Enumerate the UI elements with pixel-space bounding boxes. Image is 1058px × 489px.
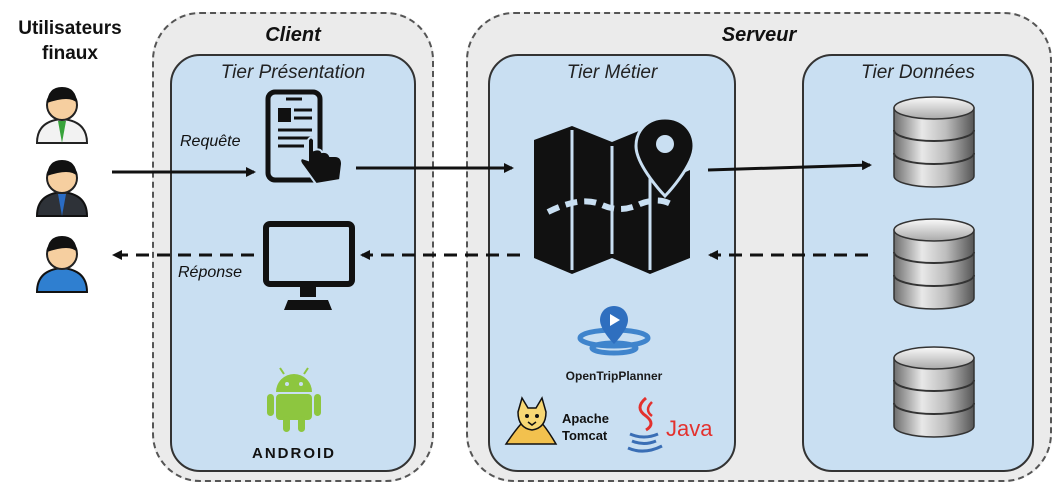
- users-title-line2: finaux: [42, 43, 98, 64]
- users-title-line1: Utilisateurs: [18, 18, 122, 39]
- android-wordmark: ANDROID: [252, 445, 336, 462]
- tier-metier: Tier Métier: [488, 54, 736, 472]
- monitor-icon: [263, 221, 355, 310]
- user-icon: [35, 160, 89, 217]
- java-wordmark: Java: [666, 416, 713, 441]
- user-icon: [35, 236, 89, 293]
- android-icon: [267, 367, 321, 432]
- smartphone-touch-icon: [265, 89, 344, 186]
- tomcat-wordmark: Tomcat: [562, 428, 608, 443]
- java-icon: [627, 396, 663, 453]
- response-label: Réponse: [178, 264, 243, 281]
- database-icon: [893, 96, 975, 188]
- database-icon: [893, 218, 975, 310]
- tier-presentation-title: Tier Présentation: [220, 62, 366, 83]
- apache-wordmark: Apache: [562, 411, 609, 426]
- request-arrow-metier-to-donnees: [707, 160, 872, 172]
- client-title: Client: [265, 24, 321, 46]
- serveur-title: Serveur: [721, 24, 797, 46]
- map-pin-icon: [534, 116, 696, 274]
- database-icon: [893, 346, 975, 438]
- tier-metier-title: Tier Métier: [566, 62, 658, 83]
- tomcat-icon: [504, 396, 558, 445]
- otp-wordmark: OpenTripPlanner: [566, 369, 663, 383]
- user-icon: [35, 87, 89, 144]
- opentripplanner-icon: [577, 306, 651, 356]
- users-title: Utilisateurs finaux: [0, 16, 140, 66]
- tier-donnees-title: Tier Données: [861, 62, 975, 83]
- request-label: Requête: [180, 133, 241, 150]
